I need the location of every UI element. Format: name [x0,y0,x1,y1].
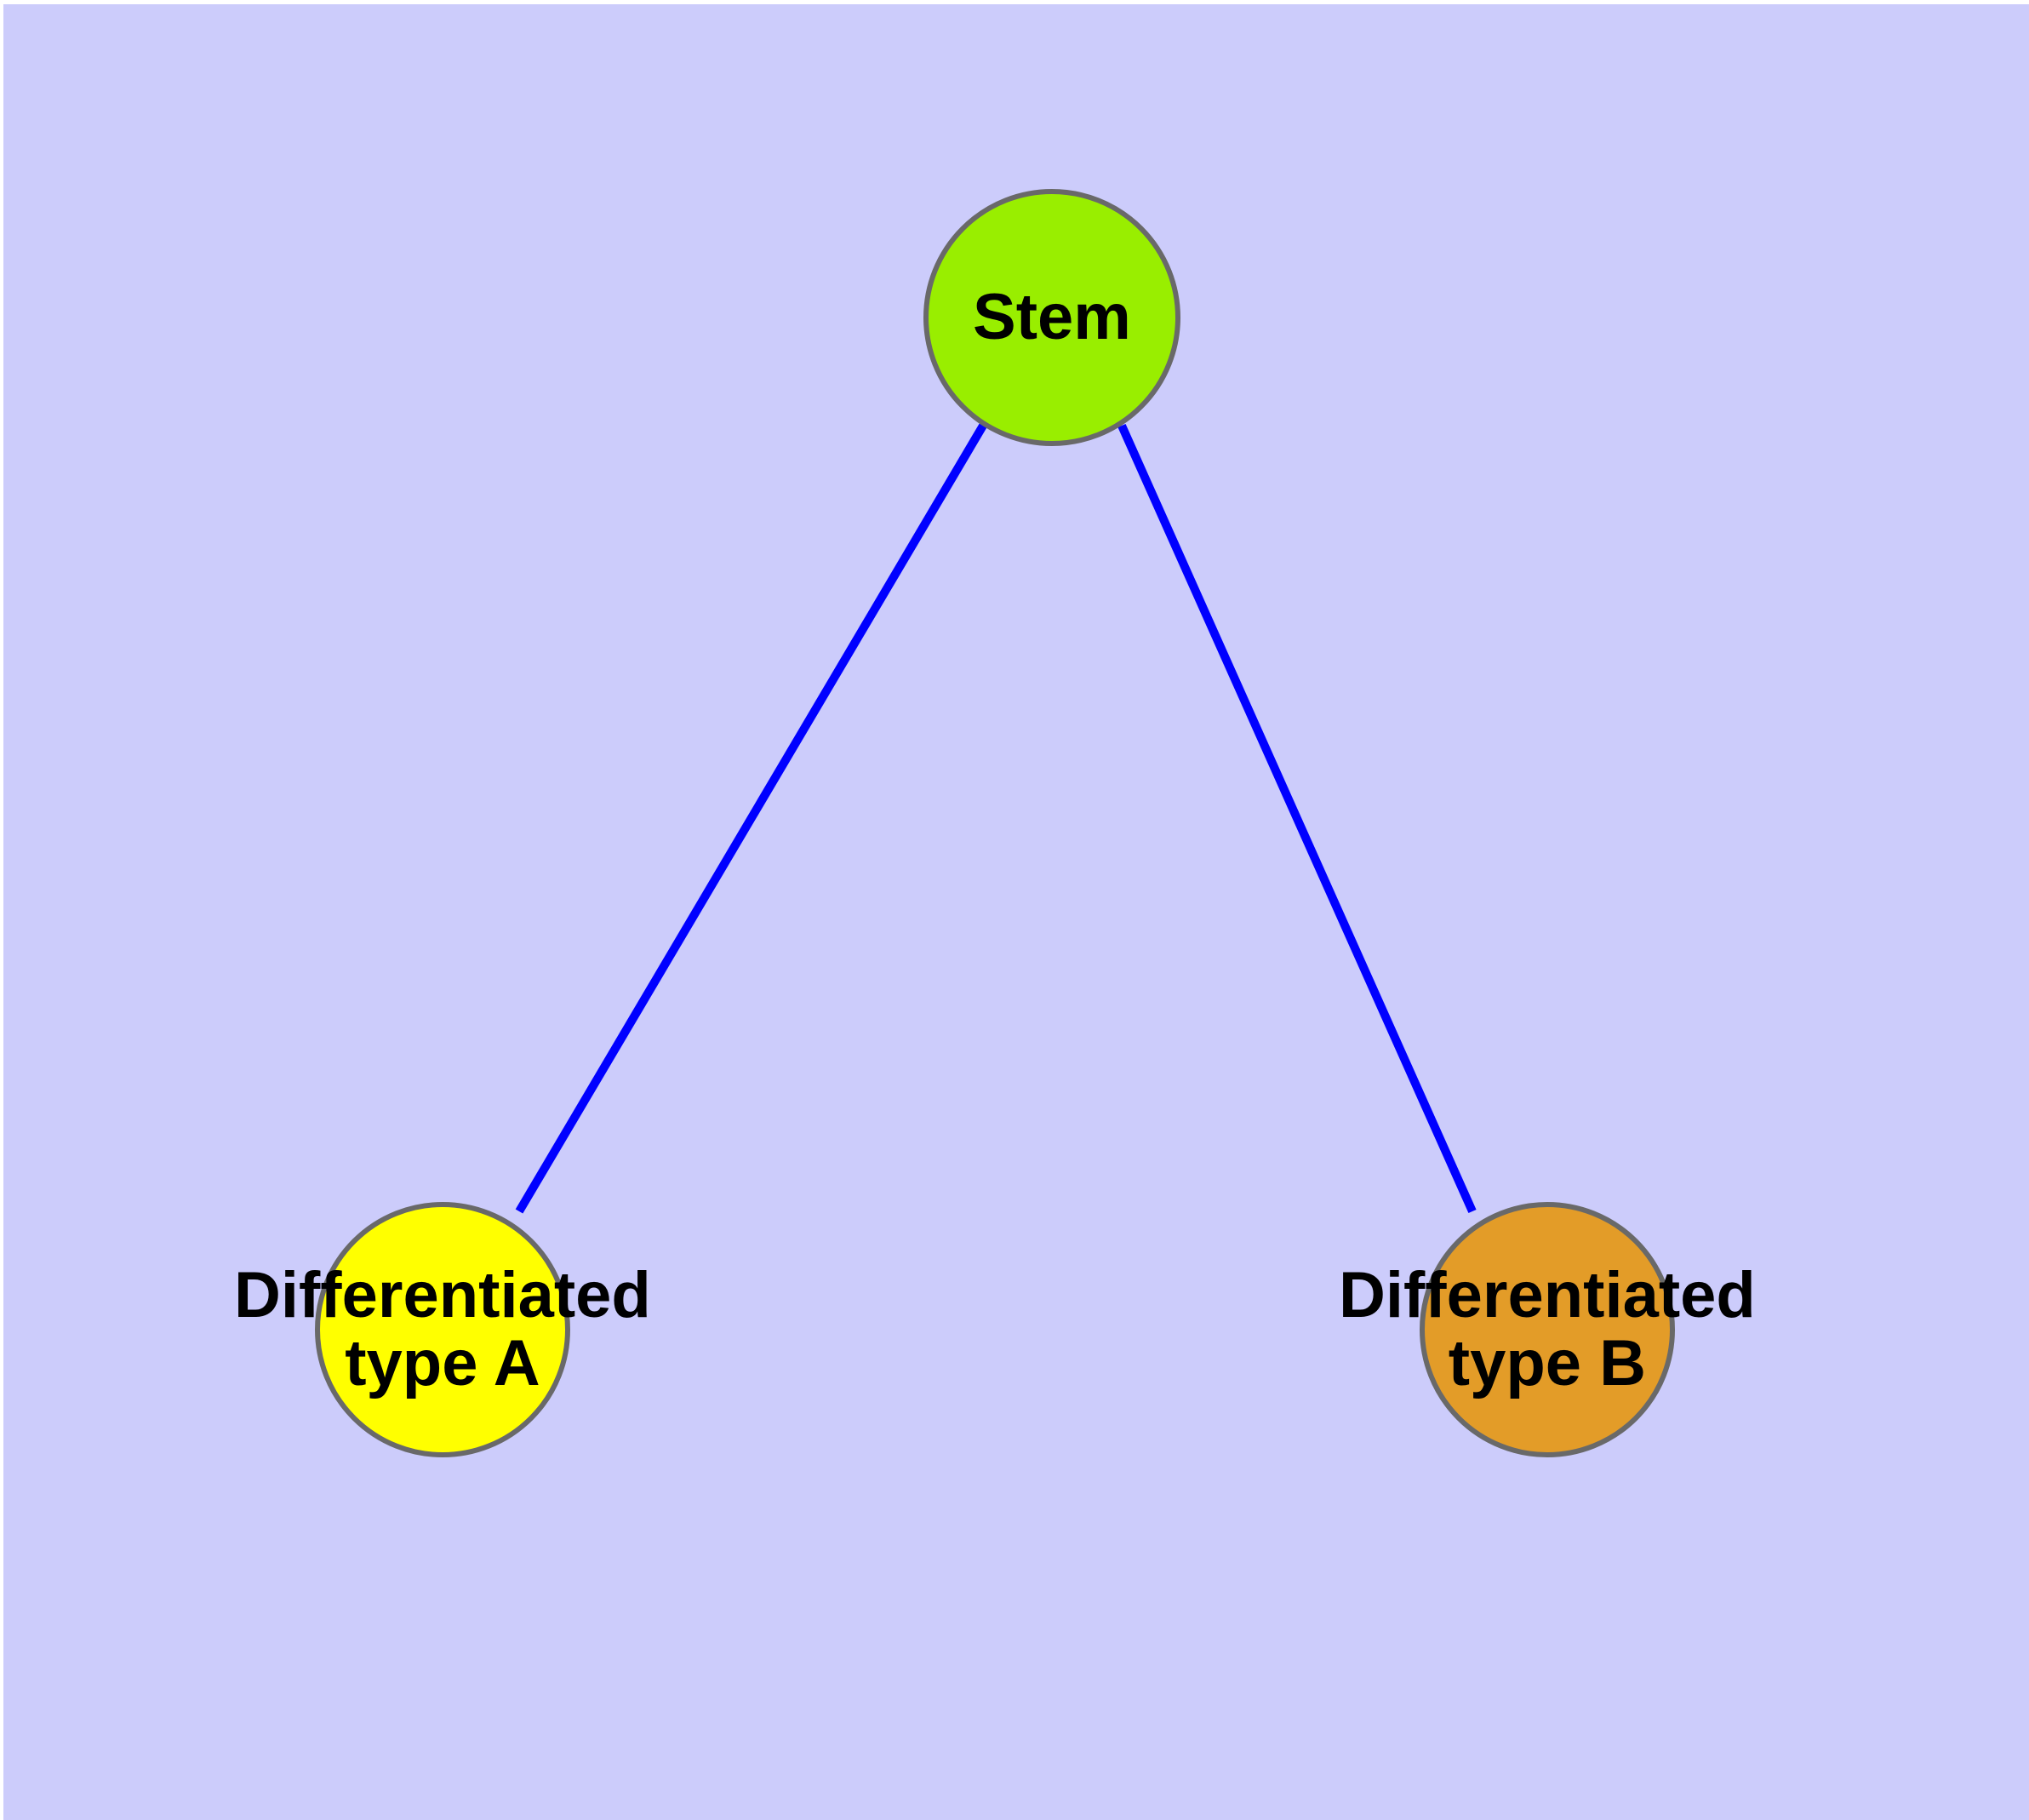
edges-layer [515,423,1477,1214]
graph-node-diff_a[interactable] [315,1202,570,1457]
graph-node-stem[interactable] [923,189,1180,446]
graph-node-diff_b[interactable] [1420,1202,1675,1457]
graph-edge[interactable] [1117,423,1477,1214]
graph-edge[interactable] [515,423,987,1214]
nodes-layer [315,189,1675,1457]
